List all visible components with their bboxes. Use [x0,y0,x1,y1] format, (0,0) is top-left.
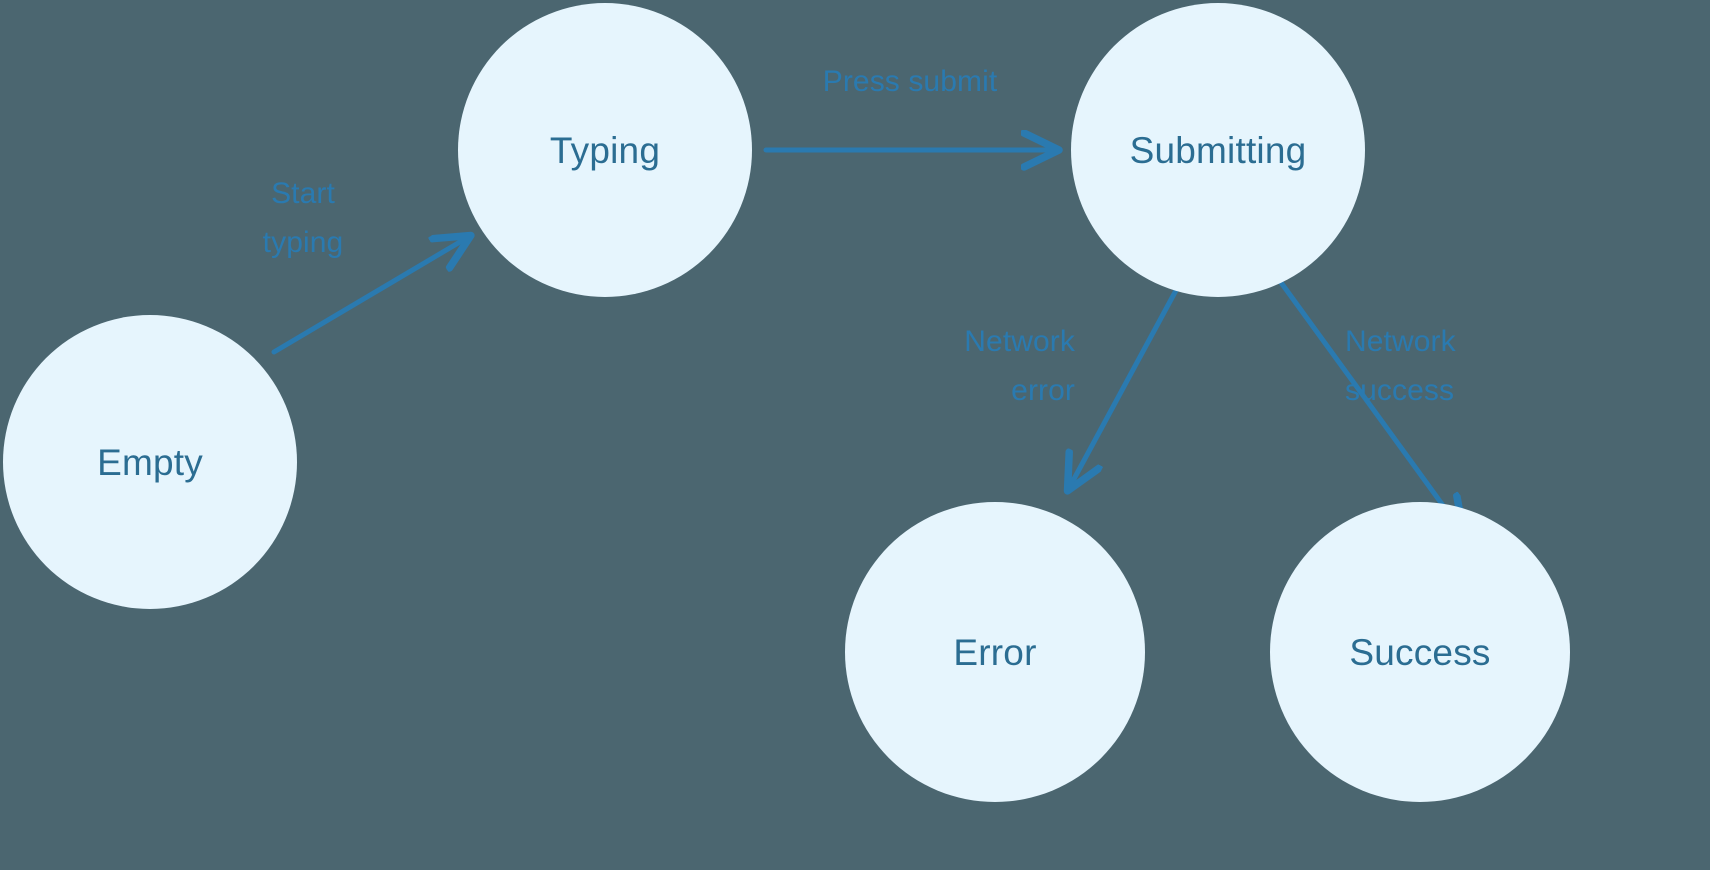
node-empty[interactable]: Empty [3,315,297,609]
node-submitting-label: Submitting [1129,129,1307,171]
node-typing-label: Typing [549,129,661,171]
node-error[interactable]: Error [845,502,1145,802]
edge-label-network-success: Network success [1345,325,1456,407]
node-error-label: Error [953,631,1037,673]
edge-label-network-error: Network error [964,325,1075,407]
edge-label-press-submit: Press submit [822,65,998,98]
node-empty-label: Empty [97,441,203,483]
node-success[interactable]: Success [1270,502,1570,802]
edge-submitting-to-success [1274,274,1463,533]
node-success-label: Success [1349,631,1491,673]
edge-submitting-to-error [1068,280,1183,490]
edge-label-start-typing: Start typing [262,177,344,259]
node-typing[interactable]: Typing [458,3,752,297]
node-submitting[interactable]: Submitting [1071,3,1365,297]
edge-empty-to-typing [271,236,470,355]
